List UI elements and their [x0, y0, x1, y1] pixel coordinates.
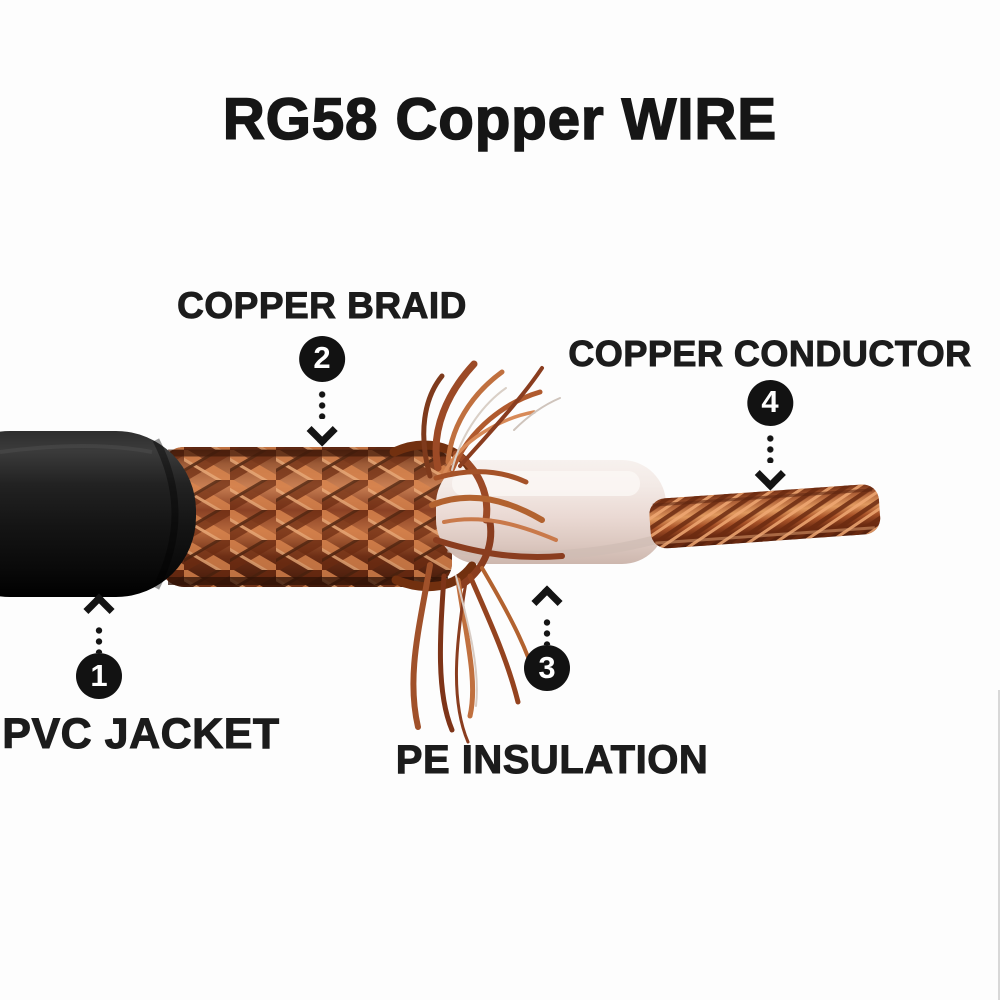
badge-number: 4 [761, 384, 779, 420]
diagram-title: RG58 Copper WIRE [222, 87, 778, 152]
badge-number: 2 [313, 340, 331, 376]
callout-copper-conductor: COPPER CONDUCTOR 4 [568, 333, 972, 491]
number-badge-3: 3 [524, 645, 570, 691]
copper-braid-segment [160, 447, 452, 587]
callout-label-copper-braid: COPPER BRAID [177, 285, 467, 326]
callout-label-copper-conductor: COPPER CONDUCTOR [568, 333, 972, 374]
dotted-line-icon [766, 432, 774, 463]
callout-copper-braid: COPPER BRAID 2 [177, 285, 467, 447]
dotted-line-icon [95, 625, 103, 653]
arrow-up-icon [531, 585, 563, 617]
callout-pvc-jacket: 1 [76, 593, 122, 699]
dotted-line-icon [317, 388, 326, 419]
copper-conductor-segment [649, 484, 881, 549]
frayed-braid-strands [389, 360, 565, 744]
photo-edge-line [998, 690, 1000, 1000]
number-badge-1: 1 [76, 653, 122, 699]
arrow-down-icon [306, 415, 338, 447]
callout-label-pe-insulation: PE INSULATION [395, 738, 709, 783]
arrow-up-icon [83, 593, 115, 625]
callout-pe-insulation: 3 [524, 585, 570, 691]
arrow-down-icon [754, 459, 786, 491]
dotted-line-icon [543, 617, 551, 645]
badge-number: 1 [90, 657, 108, 693]
callout-label-pvc-jacket: PVC JACKET [2, 710, 280, 759]
badge-number: 3 [538, 649, 556, 685]
pvc-jacket-segment [0, 431, 196, 597]
number-badge-4: 4 [747, 379, 793, 426]
number-badge-2: 2 [298, 335, 345, 382]
